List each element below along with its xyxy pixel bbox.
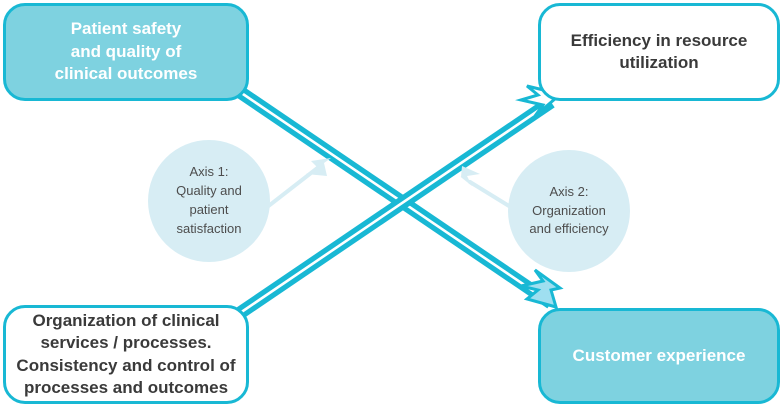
node-efficiency[interactable]: Efficiency in resource utilization [538,3,780,101]
axis-circle-axis1-label: Axis 1: Quality and patient satisfaction [176,164,242,236]
arrowhead-icon [457,166,480,186]
connector-patient-safety-to-customer-experience [236,86,564,310]
node-organization[interactable]: Organization of clinical services / proc… [3,305,249,404]
node-organization-label: Organization of clinical services / proc… [16,310,236,397]
node-patient-safety-label: Patient safety and quality of clinical o… [54,19,198,84]
arrowhead-icon [520,268,564,310]
node-customer-experience-label: Customer experience [572,345,746,365]
connector-center-highlight [239,90,552,305]
arrowhead-icon [306,158,331,176]
node-patient-safety[interactable]: Patient safety and quality of clinical o… [3,3,249,101]
node-efficiency-label: Efficiency in resource utilization [570,30,748,72]
axis-circle-axis2-label: Axis 2: Organization and efficiency [529,183,609,237]
axis-circle-axis1[interactable]: Axis 1: Quality and patient satisfaction [148,140,270,262]
axis-circle-axis2[interactable]: Axis 2: Organization and efficiency [508,150,630,272]
node-customer-experience[interactable]: Customer experience [538,308,780,404]
connector-center-highlight [239,100,552,315]
